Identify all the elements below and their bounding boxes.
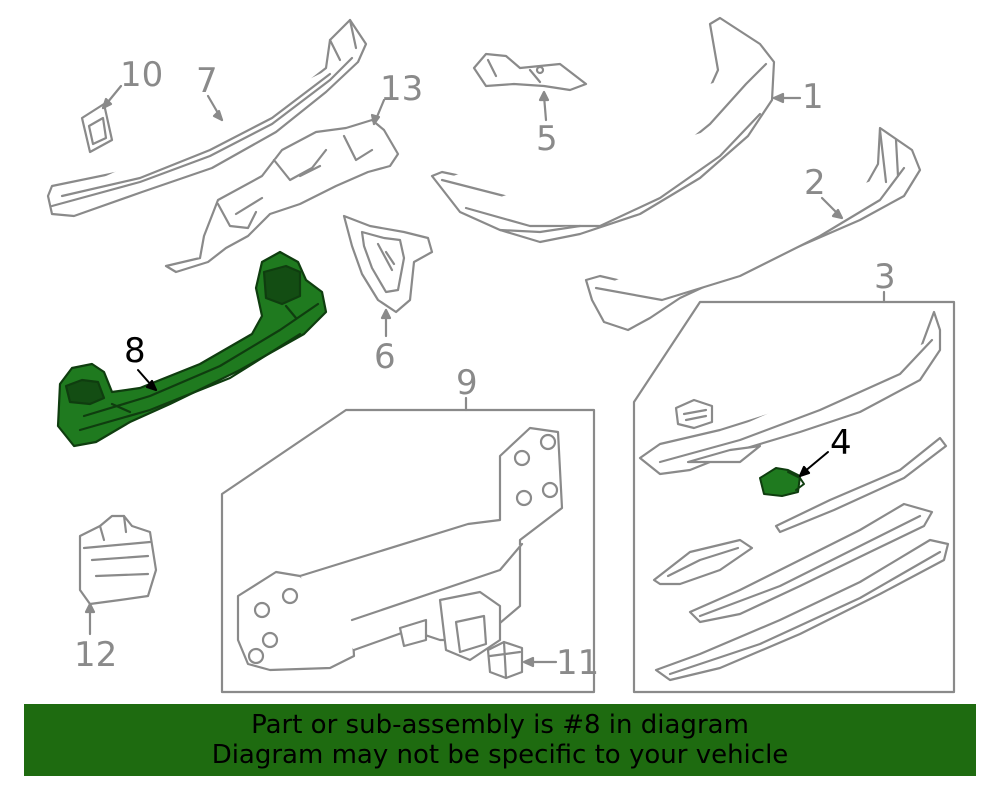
callout-8: 8 (124, 331, 146, 371)
callout-5: 5 (536, 119, 558, 159)
part-4-sensor-bracket (759, 467, 805, 497)
callout-11: 11 (556, 643, 599, 683)
part-3-diffuser-assembly (638, 310, 950, 682)
callout-1: 1 (802, 77, 824, 117)
banner-line-1: Part or sub-assembly is #8 in diagram (251, 710, 749, 740)
part-13-bracket (164, 118, 400, 274)
part-6-side-bracket (342, 214, 434, 314)
callout-6: 6 (374, 337, 396, 377)
callout-4: 4 (830, 423, 852, 463)
part-7-energy-absorber (46, 18, 368, 218)
part-9-box (220, 408, 596, 694)
callout-10: 10 (120, 55, 163, 95)
callout-12: 12 (74, 635, 117, 675)
part-1-bumper-cover (430, 16, 776, 244)
part-10-gasket (80, 102, 114, 154)
part-11-hitch-cover (486, 640, 524, 680)
part-9-tow-hitch (236, 426, 564, 672)
part-5-bracket (472, 52, 588, 92)
part-12-bracket (78, 514, 158, 606)
part-3-box (632, 300, 956, 694)
banner-line-2: Diagram may not be specific to your vehi… (211, 740, 789, 770)
callout-3: 3 (874, 257, 896, 297)
info-banner: Part or sub-assembly is #8 in diagram Di… (24, 704, 976, 776)
leader-4 (803, 451, 829, 473)
callout-9: 9 (456, 363, 478, 403)
callout-7: 7 (196, 61, 218, 101)
part-2-lower-valance (584, 126, 922, 332)
callout-13: 13 (380, 69, 423, 109)
part-8-reinforcement-beam-highlighted (56, 250, 328, 448)
callout-2: 2 (804, 163, 826, 203)
